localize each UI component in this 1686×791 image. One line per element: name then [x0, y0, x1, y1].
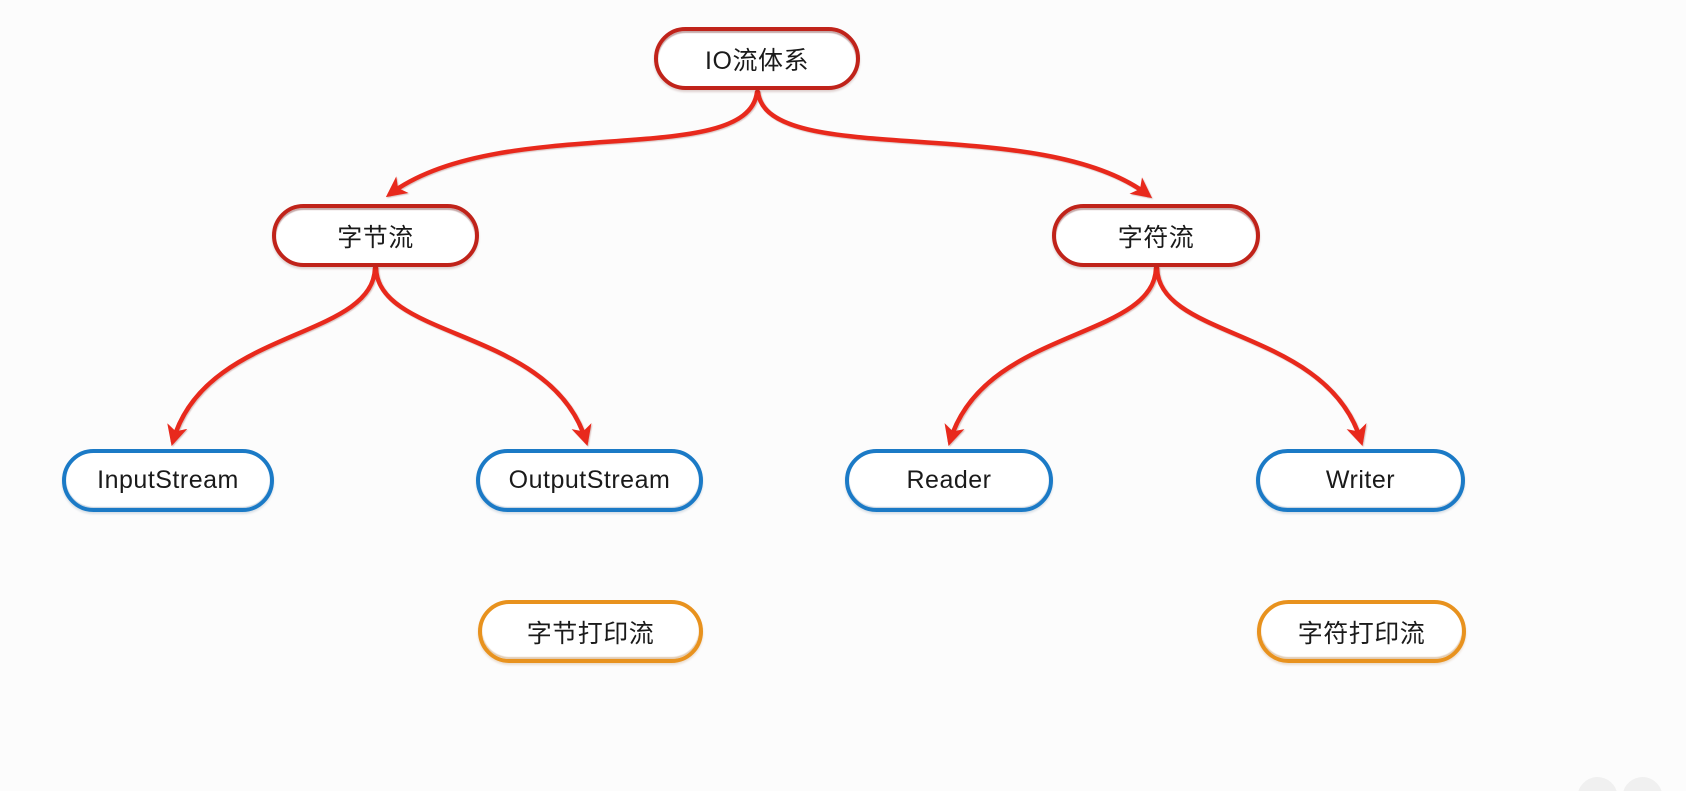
edge-byte-stream-to-input-stream [167, 265, 378, 446]
node-writer: Writer [1256, 449, 1465, 512]
node-char-print-stream-label: 字符打印流 [1297, 619, 1426, 648]
node-byte-stream: 字节流 [272, 204, 479, 267]
node-reader-label: Reader [906, 466, 992, 494]
edge-root-to-byte-stream [385, 89, 760, 198]
node-input-stream-label: InputStream [97, 466, 239, 494]
node-io-stream-system-label: IO流体系 [705, 46, 809, 75]
node-char-print-stream: 字符打印流 [1257, 600, 1466, 663]
node-byte-print-stream-label: 字节打印流 [526, 619, 655, 648]
edge-byte-stream-to-output-stream [373, 265, 592, 446]
node-char-stream: 字符流 [1052, 204, 1260, 267]
node-input-stream: InputStream [62, 449, 274, 512]
node-char-stream-label: 字符流 [1117, 223, 1195, 252]
node-output-stream-label: OutputStream [508, 466, 671, 494]
edge-char-stream-to-reader [944, 265, 1159, 446]
node-byte-stream-label: 字节流 [337, 223, 414, 252]
node-reader: Reader [845, 449, 1053, 512]
node-writer-label: Writer [1325, 466, 1396, 494]
edge-root-to-char-stream [755, 89, 1153, 199]
node-io-stream-system: IO流体系 [654, 27, 860, 90]
node-byte-print-stream: 字节打印流 [478, 600, 703, 663]
node-output-stream: OutputStream [476, 449, 703, 512]
edge-char-stream-to-writer [1154, 265, 1367, 446]
